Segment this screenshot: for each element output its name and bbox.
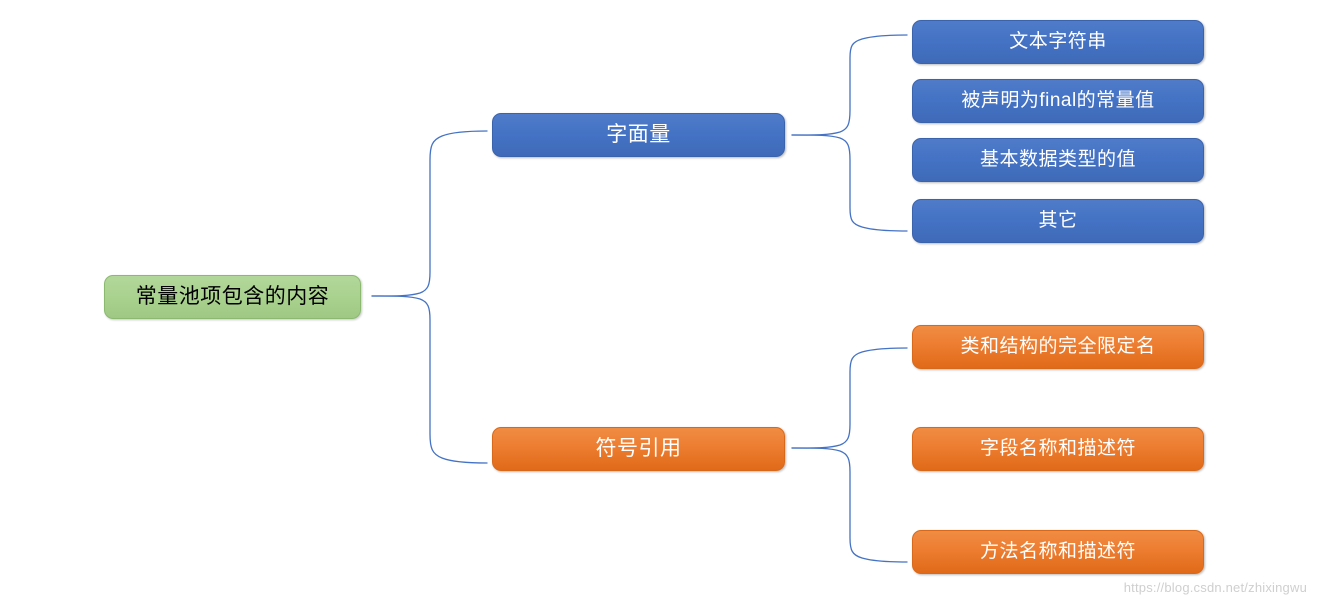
leaf-node-final-constant[interactable]: 被声明为final的常量值: [912, 79, 1204, 123]
connector-literal-brace-upper: [791, 34, 908, 136]
leaf-node-other[interactable]: 其它: [912, 199, 1204, 243]
root-node-label: 常量池项包含的内容: [135, 285, 330, 309]
leaf-node-text-string[interactable]: 文本字符串: [912, 20, 1204, 64]
leaf-node-other-label: 其它: [1038, 209, 1078, 231]
root-node[interactable]: 常量池项包含的内容: [104, 275, 361, 319]
leaf-node-text-string-label: 文本字符串: [1009, 30, 1107, 52]
connector-root-brace-lower: [371, 295, 488, 464]
leaf-node-final-constant-label: 被声明为final的常量值: [961, 89, 1155, 111]
connector-symbol-brace-upper: [791, 347, 908, 449]
leaf-node-method-name-descriptor[interactable]: 方法名称和描述符: [912, 530, 1204, 574]
connector-root-brace: [371, 130, 488, 297]
branch-node-symbolic-reference-label: 符号引用: [595, 437, 682, 461]
watermark: https://blog.csdn.net/zhixingwu: [1123, 580, 1307, 595]
leaf-node-primitive-value-label: 基本数据类型的值: [979, 148, 1136, 170]
connector-symbol-brace-lower: [791, 447, 908, 563]
leaf-node-fully-qualified-name-label: 类和结构的完全限定名: [960, 335, 1156, 357]
leaf-node-field-name-descriptor[interactable]: 字段名称和描述符: [912, 427, 1204, 471]
leaf-node-fully-qualified-name[interactable]: 类和结构的完全限定名: [912, 325, 1204, 369]
leaf-node-field-name-descriptor-label: 字段名称和描述符: [979, 437, 1136, 459]
leaf-node-primitive-value[interactable]: 基本数据类型的值: [912, 138, 1204, 182]
branch-node-literal-label: 字面量: [606, 123, 671, 147]
leaf-node-method-name-descriptor-label: 方法名称和描述符: [979, 540, 1136, 562]
branch-node-literal[interactable]: 字面量: [492, 113, 785, 157]
branch-node-symbolic-reference[interactable]: 符号引用: [492, 427, 785, 471]
connector-literal-brace-lower: [791, 134, 908, 232]
